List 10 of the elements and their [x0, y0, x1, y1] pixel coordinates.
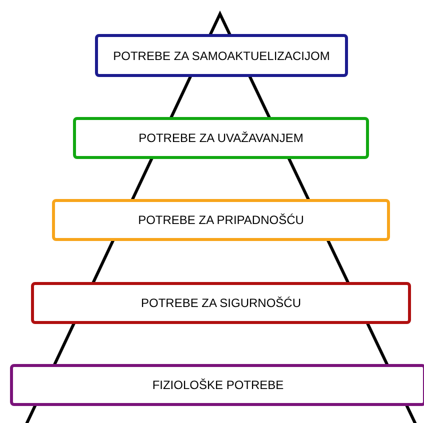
level-label: POTREBE ZA SAMOAKTUELIZACIJOM [113, 48, 330, 62]
level-label: POTREBE ZA SIGURNOŠĆU [140, 296, 302, 310]
level-label: POTREBE ZA PRIPADNOŠĆU [138, 213, 304, 227]
level-box [95, 34, 348, 77]
level-box [10, 364, 424, 406]
level-label: FIZIOLOŠKE POTREBE [152, 378, 284, 392]
level-label: POTREBE ZA UVAŽAVANJEM [138, 131, 304, 145]
level-box [31, 282, 411, 324]
level-box [73, 117, 369, 159]
level-box [52, 199, 390, 241]
